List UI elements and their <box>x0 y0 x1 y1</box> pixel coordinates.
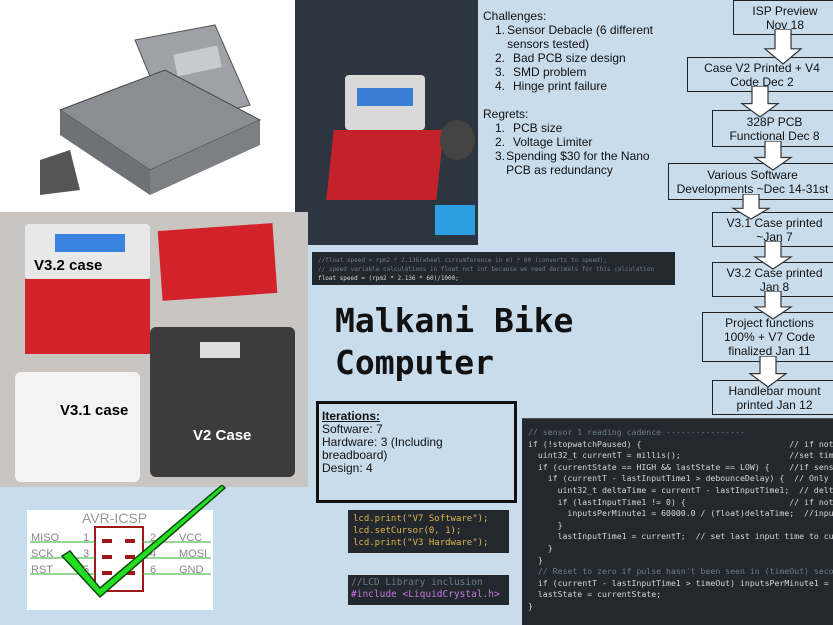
timeline-step: Handlebar mount printed Jan 12 <box>712 380 833 415</box>
item-text: PCB size <box>513 121 563 135</box>
schematic-pin-label: 1 <box>83 532 90 544</box>
code-line: float speed = (rpm2 * 2.136 * 60)/1000; <box>318 275 459 282</box>
code-line: lastInputTime1 = currentT; // set last i… <box>528 531 833 542</box>
schematic-pin-label: VCC <box>179 532 203 544</box>
item-number: 1. <box>495 23 506 37</box>
code-line: if (lastInputTime1 != 0) { // if not <box>528 496 833 507</box>
schematic-pin-label: SCK <box>31 548 54 560</box>
schematic-pin-label: MISO <box>31 532 60 544</box>
code-line: } <box>528 519 563 530</box>
code-line: inputsPerMinute1 = 60000.0 / (float)delt… <box>528 508 833 519</box>
code-line: //LCD Library inclusion <box>351 577 483 588</box>
timeline-step-label: V3.2 Case printed Jan 8 <box>726 265 823 294</box>
code-line: lcd.print("V7 Software"); <box>353 514 489 524</box>
regrets-item: 2. Voltage Limiter <box>483 135 663 149</box>
code-line: // Reset to zero if pulse hasn't been se… <box>528 566 833 577</box>
challenges-section: Challenges: 1.Sensor Debacle (6 differen… <box>483 9 663 177</box>
item-number: 3. <box>495 149 506 163</box>
schematic-pin-label: RST <box>31 564 53 576</box>
down-arrow-icon <box>752 241 793 270</box>
code-snippet-lcd: lcd.print("V7 Software"); lcd.setCursor(0… <box>348 510 509 553</box>
code-line: if (!stopwatchPaused) { // if not <box>528 438 833 449</box>
challenges-item: 1.Sensor Debacle (6 different sensors te… <box>483 23 663 51</box>
timeline-step: V3.1 Case printed ~Jan 7 <box>712 212 833 247</box>
code-line: } <box>528 542 553 553</box>
code-line: if (currentT - lastInputTime1 > timeOut)… <box>528 577 833 588</box>
code-line: lcd.setCursor(0, 1); <box>353 526 462 536</box>
iterations-design: Design: 4 <box>322 461 373 475</box>
v32-case-label: V3.2 case <box>34 257 103 274</box>
code-line: if (currentState == HIGH && lastState ==… <box>528 461 833 472</box>
code-line: if (currentT - lastInputTime1 > debounce… <box>528 473 833 484</box>
avr-icsp-schematic: AVR-ICSP MISO SCK RST 1 3 5 2 4 6 VCC MOSI GND <box>27 510 213 610</box>
timeline-step-label: 328P PCB Functional Dec 8 <box>729 114 820 143</box>
timeline-step-label: V3.1 Case printed ~Jan 7 <box>726 215 823 244</box>
challenges-item: 3. SMD problem <box>483 65 663 79</box>
regrets-heading: Regrets: <box>483 107 529 121</box>
iterations-box: Iterations: Software: 7 Hardware: 3 (Inc… <box>316 401 517 503</box>
item-number: 1. <box>495 121 506 135</box>
schematic-title: AVR-ICSP <box>82 510 148 526</box>
down-arrow-icon <box>740 86 780 118</box>
page-title: Malkani Bike Computer <box>335 301 574 382</box>
item-text: Spending $30 for the Nano PCB as redunda… <box>506 149 650 177</box>
timeline-step-label: Case V2 Printed + V4 Code Dec 2 <box>704 60 820 89</box>
code-line: //float speed = rpm2 * 2.136(wheel circu… <box>318 257 607 264</box>
device-photo <box>295 0 478 245</box>
code-snippet-speed: //float speed = rpm2 * 2.136(wheel circu… <box>312 252 675 285</box>
v31-case-label: V3.1 case <box>60 402 129 419</box>
iterations-hardware: Hardware: 3 (Including breadboard) <box>322 435 443 462</box>
item-number: 2. <box>495 135 506 149</box>
checkmark-icon <box>60 485 227 599</box>
challenges-item: 2. Bad PCB size design <box>483 51 663 65</box>
schematic-pin-label: MOSI <box>179 548 208 560</box>
down-arrow-icon <box>730 194 771 220</box>
schematic-pin-label: GND <box>179 564 204 576</box>
timeline-step: Project functions 100% + V7 Code finaliz… <box>702 312 833 362</box>
item-text: Voltage Limiter <box>513 135 593 149</box>
iterations-heading: Iterations: <box>322 409 381 423</box>
item-number: 2. <box>495 51 506 65</box>
code-line: lcd.print("V3 Hardware"); <box>353 538 489 548</box>
code-line: // speed variable calculations in float … <box>318 266 654 273</box>
timeline-step-label: Project functions 100% + V7 Code finaliz… <box>723 316 816 358</box>
item-text: Sensor Debacle (6 different sensors test… <box>507 23 654 51</box>
challenges-heading: Challenges: <box>483 9 547 23</box>
code-line: #include <LiquidCrystal.h> <box>351 589 500 600</box>
down-arrow-icon <box>752 291 793 320</box>
schematic-pin-label: 4 <box>150 548 157 560</box>
down-arrow-icon <box>747 356 788 388</box>
code-line: uint32_t currentT = millis(); //set time <box>528 450 833 461</box>
timeline-step: 328P PCB Functional Dec 8 <box>712 110 833 147</box>
item-number: 4. <box>495 79 506 93</box>
timeline-step-label: Various Software Developments ~Dec 14-31… <box>676 167 829 196</box>
schematic-pin-label: 2 <box>150 532 157 544</box>
case-versions-photo: V3.2 case V3.1 case V2 Case <box>0 212 308 487</box>
regrets-item: 1. PCB size <box>483 121 663 135</box>
code-line: } <box>528 554 543 565</box>
item-text: Hinge print failure <box>513 79 608 93</box>
code-line: } <box>528 600 533 611</box>
schematic-pin-label: 5 <box>83 564 90 576</box>
code-snippet-sensor: // sensor 1 reading cadence ------------… <box>522 418 833 625</box>
v2-case-label: V2 Case <box>193 427 252 444</box>
timeline-step-label: ISP Preview Nov 18 <box>752 3 818 32</box>
item-text: Bad PCB size design <box>513 51 626 65</box>
regrets-item: 3.Spending $30 for the Nano PCB as redun… <box>483 149 663 177</box>
schematic-pin-label: 6 <box>150 564 157 576</box>
timeline-step: Case V2 Printed + V4 Code Dec 2 <box>687 57 833 92</box>
item-number: 3. <box>495 65 506 79</box>
item-text: SMD problem <box>513 65 587 79</box>
challenges-item: 4. Hinge print failure <box>483 79 663 93</box>
code-line: uint32_t deltaTime = currentT - lastInpu… <box>528 484 833 495</box>
code-line: // sensor 1 reading cadence ------------… <box>528 427 745 437</box>
cad-render-image <box>0 0 295 212</box>
down-arrow-icon <box>763 29 803 65</box>
timeline-step-label: Handlebar mount printed Jan 12 <box>728 383 821 412</box>
code-snippet-include: //LCD Library inclusion#include <LiquidC… <box>348 575 509 605</box>
schematic-pin-label: 3 <box>83 548 90 560</box>
down-arrow-icon <box>752 141 793 171</box>
iterations-software: Software: 7 <box>322 422 383 436</box>
code-line: lastState = currentState; <box>528 589 662 600</box>
